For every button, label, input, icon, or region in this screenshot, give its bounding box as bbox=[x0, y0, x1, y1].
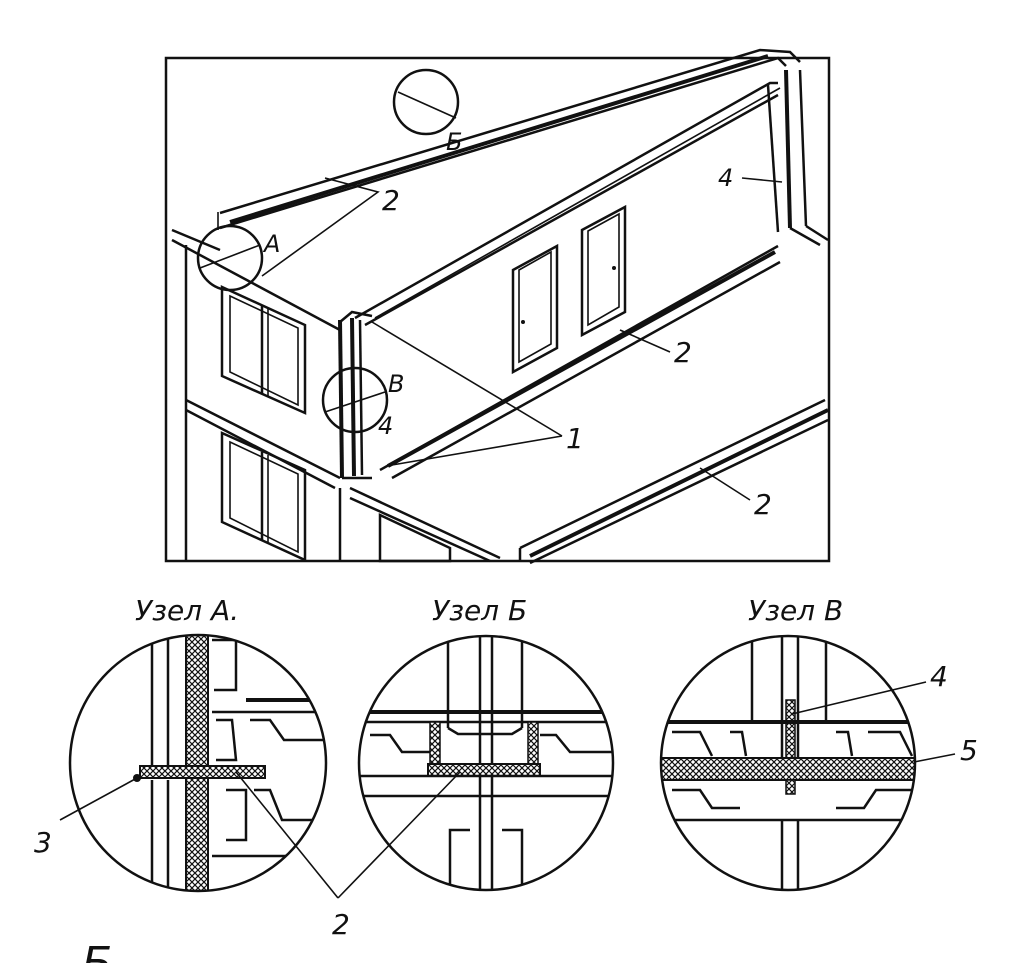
leader-joint-pair bbox=[371, 321, 563, 437]
shared-label-2: 2 bbox=[332, 908, 350, 941]
far-wall bbox=[217, 48, 801, 230]
label-interior-column: 4 bbox=[378, 412, 393, 440]
window-upper bbox=[220, 285, 307, 415]
label-roof-seam: 2 bbox=[382, 184, 400, 217]
node-a-title: Узел А. bbox=[135, 594, 239, 627]
node-a-marker bbox=[196, 224, 264, 292]
door-left bbox=[511, 243, 559, 375]
label-node-a: А bbox=[262, 230, 280, 258]
drawing-frame bbox=[164, 56, 831, 563]
node-v-label-5: 5 bbox=[960, 734, 978, 767]
door-right bbox=[580, 204, 627, 338]
interior-wall bbox=[354, 81, 781, 480]
lower-slab bbox=[518, 398, 829, 565]
node-v-circle bbox=[659, 634, 917, 892]
label-node-v: В bbox=[388, 370, 404, 398]
label-joint-pair: 1 bbox=[566, 422, 584, 455]
label-lower-seam: 2 bbox=[754, 488, 772, 521]
corner-column bbox=[338, 310, 373, 480]
perspective-view: 2 А Б В 4 4 1 2 2 bbox=[164, 48, 831, 565]
node-a-circle bbox=[68, 633, 328, 893]
footer-partial-glyph: Б bbox=[82, 938, 112, 963]
detail-node-b: Узел Б bbox=[357, 594, 615, 892]
window-bottom bbox=[378, 513, 452, 563]
node-b-marker bbox=[392, 68, 460, 136]
window-lower bbox=[220, 431, 307, 562]
label-floor-seam: 2 bbox=[674, 336, 692, 369]
node-b-title: Узел Б bbox=[432, 594, 527, 627]
leader-roof-seam bbox=[261, 177, 380, 277]
label-node-b: Б bbox=[446, 128, 462, 156]
node-a-label-3: 3 bbox=[34, 826, 52, 859]
detail-node-a: Узел А. 3 bbox=[34, 594, 328, 893]
node-v-marker bbox=[321, 366, 389, 434]
facade-wall bbox=[171, 228, 501, 563]
leader-end-column bbox=[741, 177, 783, 183]
detail-node-v: Узел В 4 5 bbox=[659, 594, 978, 892]
end-wall bbox=[766, 69, 829, 247]
node-v-title: Узел В bbox=[748, 594, 843, 627]
node-b-circle bbox=[357, 634, 615, 892]
shared-leaders: 2 bbox=[235, 771, 461, 941]
label-end-column: 4 bbox=[718, 164, 733, 192]
node-v-label-4: 4 bbox=[930, 660, 948, 693]
